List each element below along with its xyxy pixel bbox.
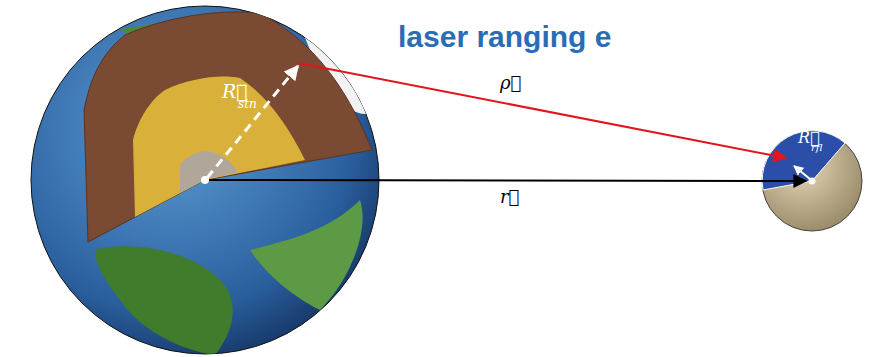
title: laser ranging e <box>398 22 611 52</box>
subscript: rfl <box>811 143 822 153</box>
range-vector-rho <box>298 63 786 158</box>
vector-symbol: r⃗ <box>500 188 519 206</box>
position-vector-r <box>209 180 806 181</box>
station-vector <box>207 66 298 178</box>
vector-symbol: ρ⃗ <box>500 74 521 92</box>
subscript: stn <box>238 98 257 110</box>
reflector-vector <box>794 166 810 179</box>
